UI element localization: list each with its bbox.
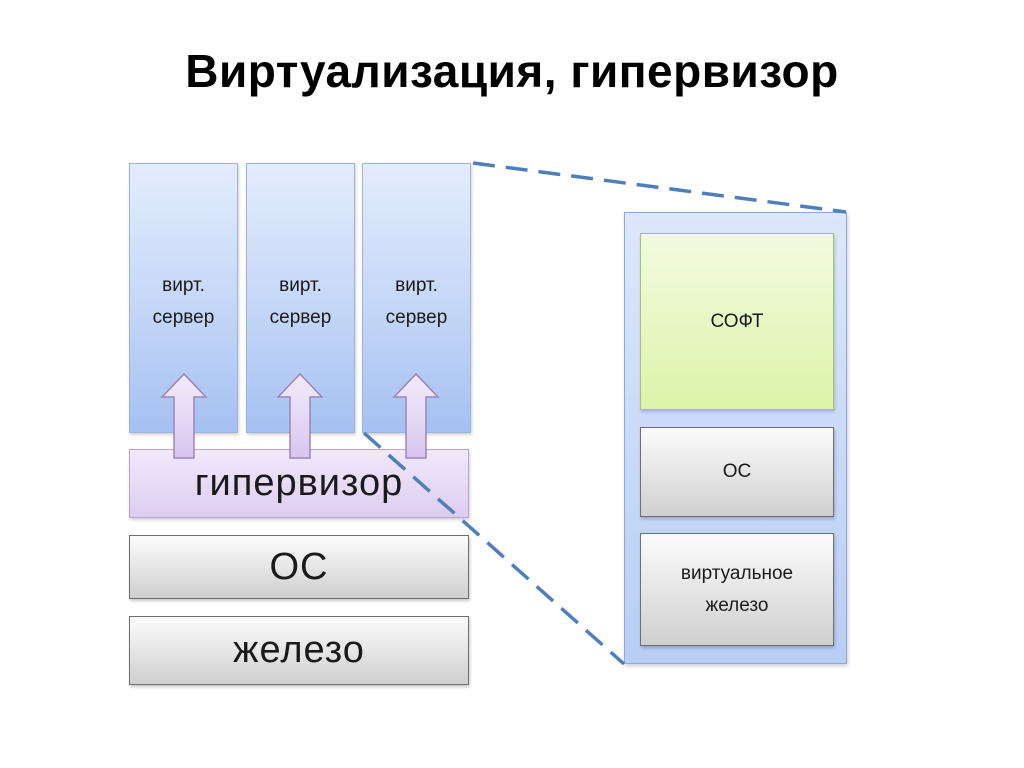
guest-os-layer: ОС: [640, 427, 834, 517]
software-layer: СОФТ: [640, 233, 834, 410]
virtual-hardware-layer: виртуальное железо: [640, 533, 834, 646]
slide-title: Виртуализация, гипервизор: [185, 45, 839, 97]
host-os-layer: ОС: [129, 535, 469, 599]
virtual-server-box-1: вирт. сервер: [129, 163, 238, 433]
hardware-layer: железо: [129, 616, 469, 685]
virtual-server-box-3: вирт. сервер: [362, 163, 471, 433]
virtual-server-box-2: вирт. сервер: [246, 163, 355, 433]
hypervisor-layer: гипервизор: [129, 449, 469, 518]
zoom-line-top: [472, 161, 847, 214]
